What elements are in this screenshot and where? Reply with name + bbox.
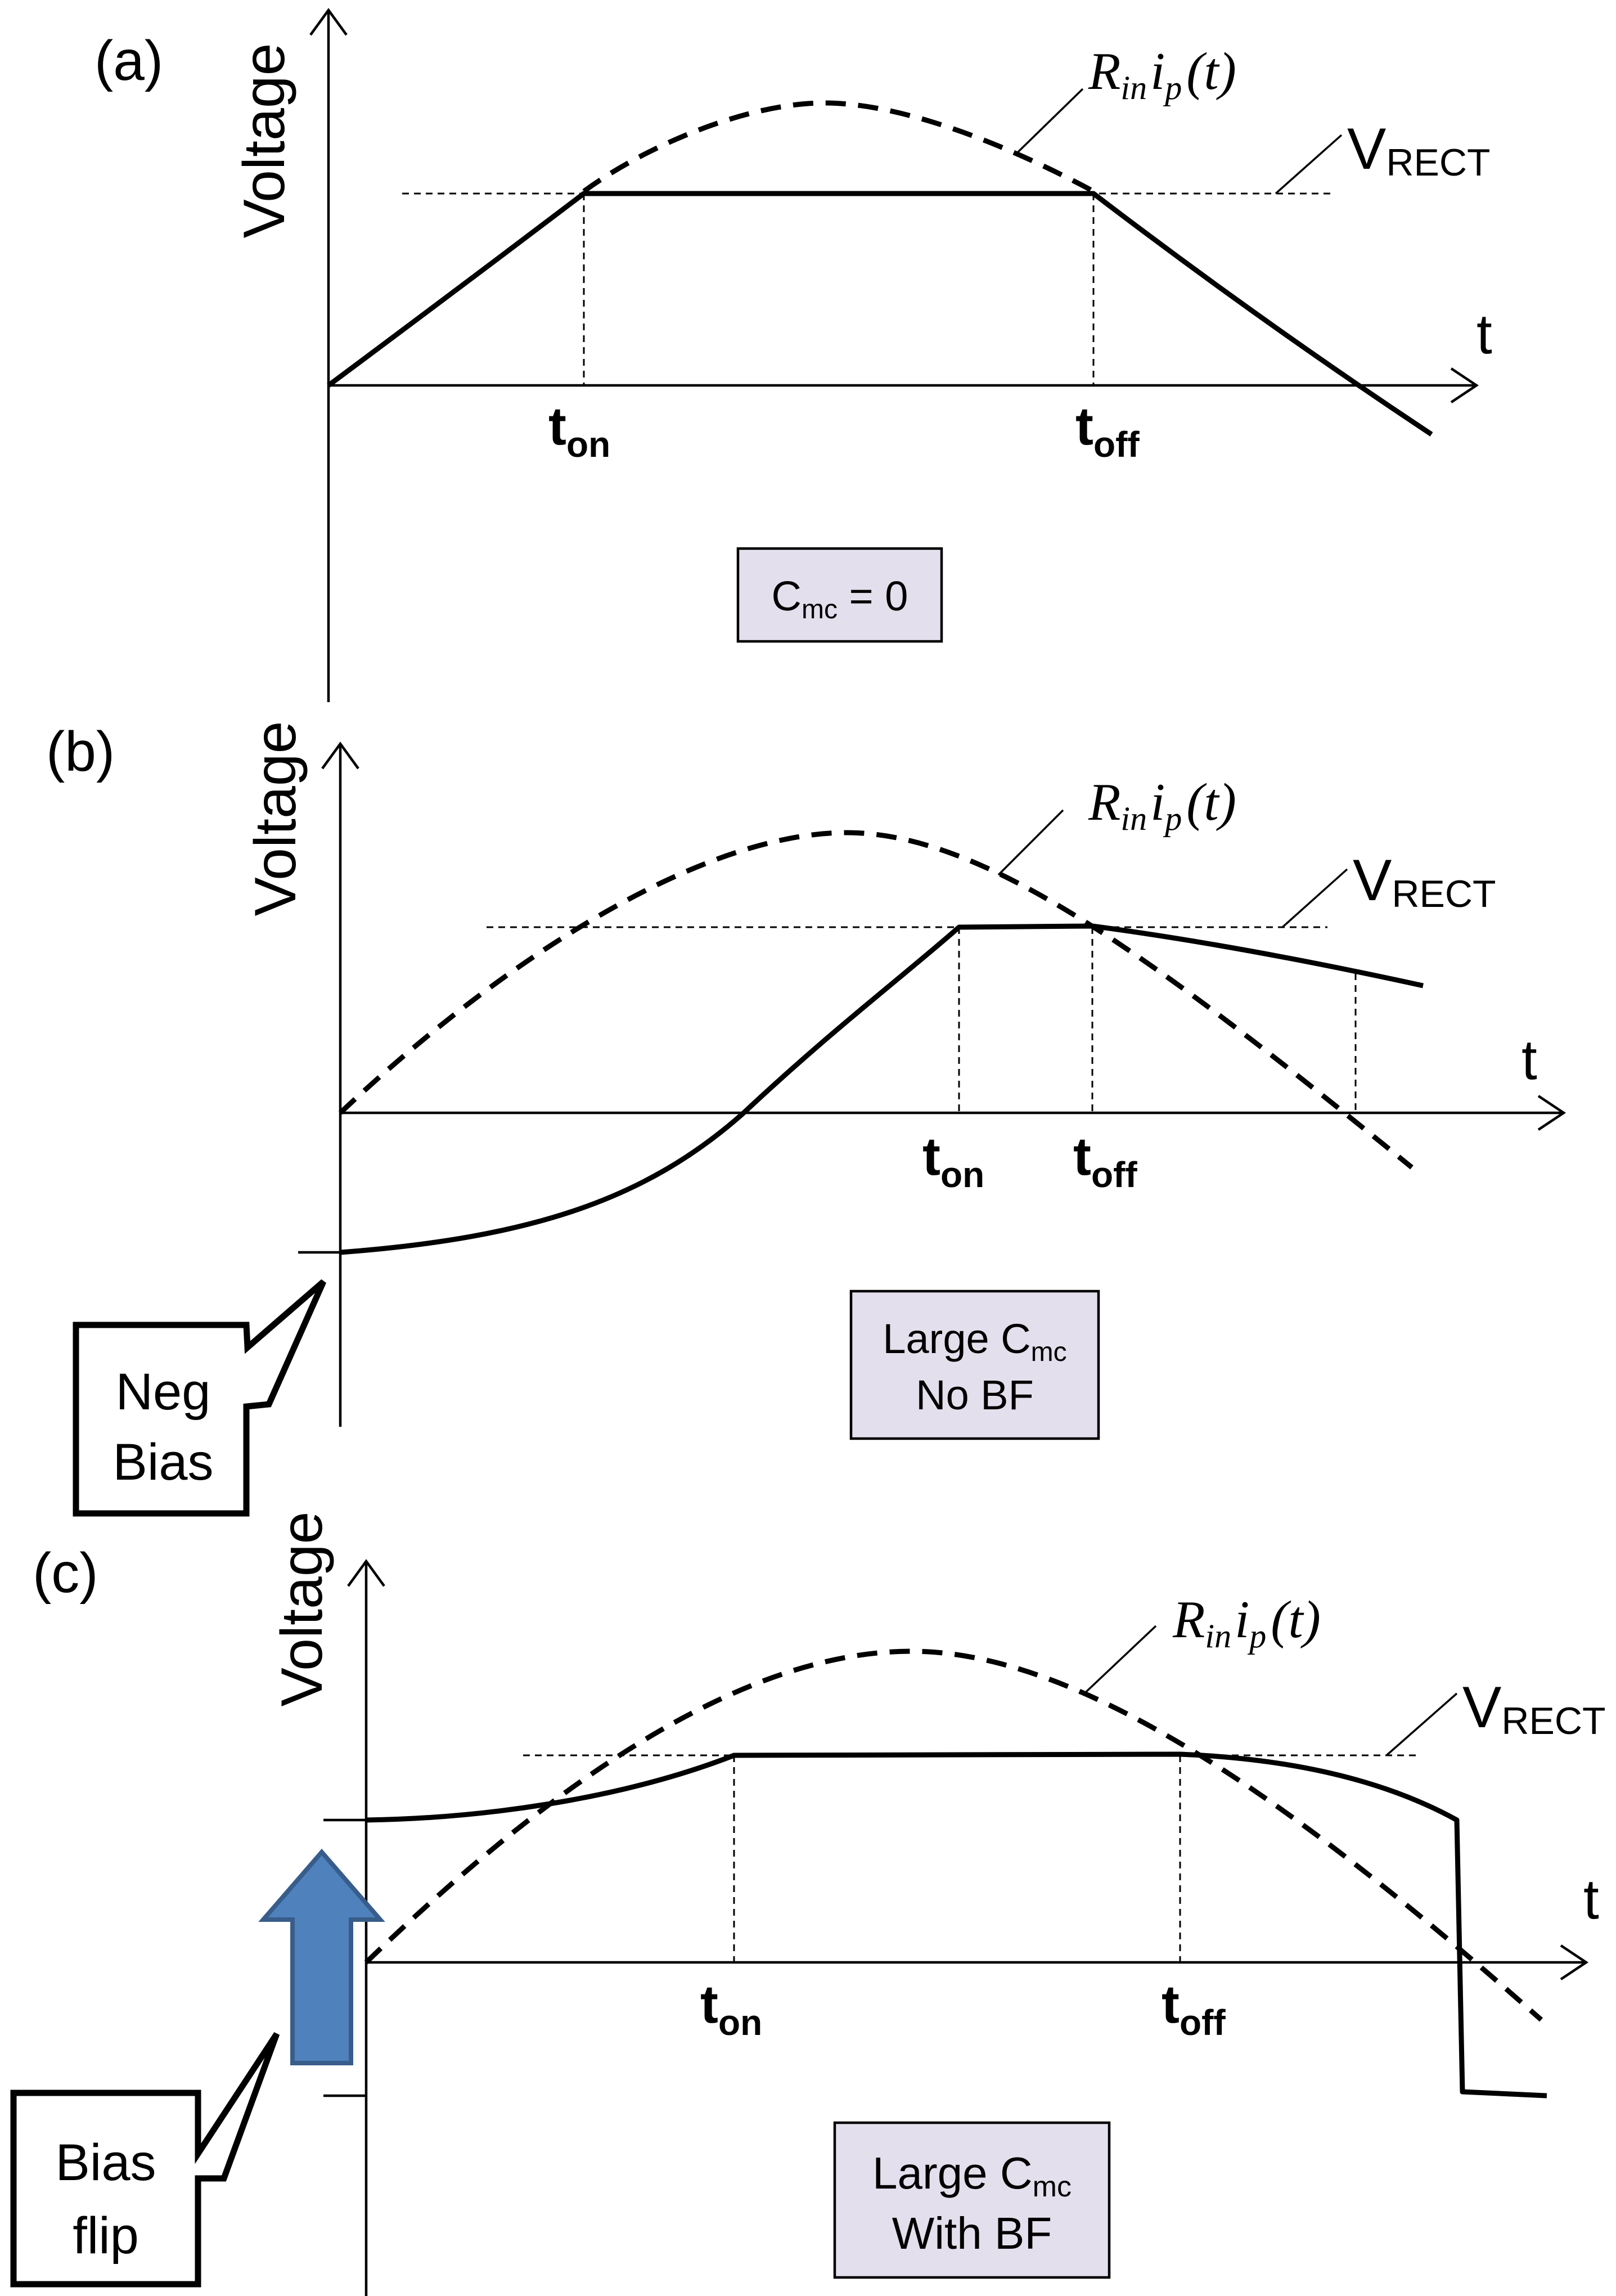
panel-c-input-voltage-curve xyxy=(364,1648,1543,2022)
panel-b-curve-label-leader xyxy=(997,809,1064,876)
panel-a-condition-box xyxy=(736,547,943,643)
panel-c-callout-line-1: Bias xyxy=(56,2134,156,2191)
panel-c-condition-line-1: Large Cmc xyxy=(872,2148,1072,2203)
panel-c-callout-line-2: flip xyxy=(73,2207,139,2264)
panel-a-vrect-leader xyxy=(1275,134,1343,195)
panel-c-toff-label: toff xyxy=(1162,1974,1226,2043)
panel-c-curve-label: Rinip(t) xyxy=(1172,1590,1321,1655)
panel-b-condition-line-2: No BF xyxy=(916,1372,1034,1418)
panel-a-tag: (a) xyxy=(94,29,163,92)
panel-b-vrect-label: VRECT xyxy=(1353,848,1496,915)
panel-a-y-axis-arrowhead xyxy=(309,8,348,36)
panel-c-y-axis-arrowhead xyxy=(347,1559,385,1587)
panel-c: (c) Voltage t Rinip(t) VRECT ton toff La… xyxy=(10,1512,1605,2296)
panel-a-y-axis-label: Voltage xyxy=(232,43,297,239)
panel-c-bias-flip-callout xyxy=(10,2032,280,2288)
panel-c-condition-box xyxy=(833,2121,1111,2279)
panel-b-x-axis-label: t xyxy=(1522,1028,1537,1091)
panel-b-vrect-leader xyxy=(1281,868,1348,928)
panel-b-condition-box xyxy=(849,1289,1100,1440)
panel-a-curve-label-leader xyxy=(1017,88,1084,153)
panel-b-callout-line-1: Neg xyxy=(116,1363,211,1421)
panel-a-ton-label: ton xyxy=(548,396,610,465)
panel-c-y-axis-label: Voltage xyxy=(269,1512,335,1707)
panel-c-tag: (c) xyxy=(33,1542,98,1605)
panel-b-rectifier-voltage-curve xyxy=(340,923,1424,1255)
panel-b-curve-label: Rinip(t) xyxy=(1088,773,1236,837)
panel-c-vrect-leader xyxy=(1385,1692,1458,1756)
panel-c-x-axis-arrowhead xyxy=(1560,1944,1589,1980)
panel-a-input-voltage-curve xyxy=(582,100,1095,194)
panel-a-x-axis-arrowhead xyxy=(1450,367,1479,403)
panel-b-condition-line-1: Large Cmc xyxy=(883,1315,1066,1367)
panel-c-vrect-label: VRECT xyxy=(1462,1675,1605,1742)
panel-c-condition-line-2: With BF xyxy=(892,2208,1052,2258)
panel-b-ton-label: ton xyxy=(922,1126,984,1195)
panel-b-tag: (b) xyxy=(46,720,115,783)
panel-b-toff-label: toff xyxy=(1073,1126,1137,1195)
panel-b-callout-line-2: Bias xyxy=(113,1434,214,1491)
panel-a-curve-label: Rinip(t) xyxy=(1088,42,1236,106)
panel-a-x-axis-label: t xyxy=(1477,303,1492,366)
panel-b-x-axis-arrowhead xyxy=(1537,1095,1567,1131)
panel-c-x-axis-label: t xyxy=(1583,1868,1599,1931)
panel-a: (a) Voltage t Rinip(t) VRECT ton toff Cm… xyxy=(94,8,1492,702)
bias-flip-up-arrow-icon xyxy=(258,1848,385,2065)
panel-a-rectifier-voltage-curve xyxy=(327,191,1433,437)
panel-c-ton-label: ton xyxy=(700,1974,762,2043)
panel-b: (b) Voltage t Rinip(t) VRECT ton toff La… xyxy=(46,720,1567,1517)
panel-b-input-voltage-curve xyxy=(338,830,1414,1170)
panel-a-condition-text: Cmc = 0 xyxy=(772,573,908,624)
panel-a-vrect-label: VRECT xyxy=(1347,116,1490,184)
panel-b-neg-bias-callout xyxy=(73,1279,327,1517)
panel-b-y-axis-label: Voltage xyxy=(243,721,308,916)
panel-c-rectifier-voltage-curve xyxy=(366,1751,1547,2099)
panel-c-curve-label-leader xyxy=(1084,1625,1157,1693)
panel-a-toff-label: toff xyxy=(1075,396,1140,465)
panel-b-y-axis-arrowhead xyxy=(321,742,359,770)
